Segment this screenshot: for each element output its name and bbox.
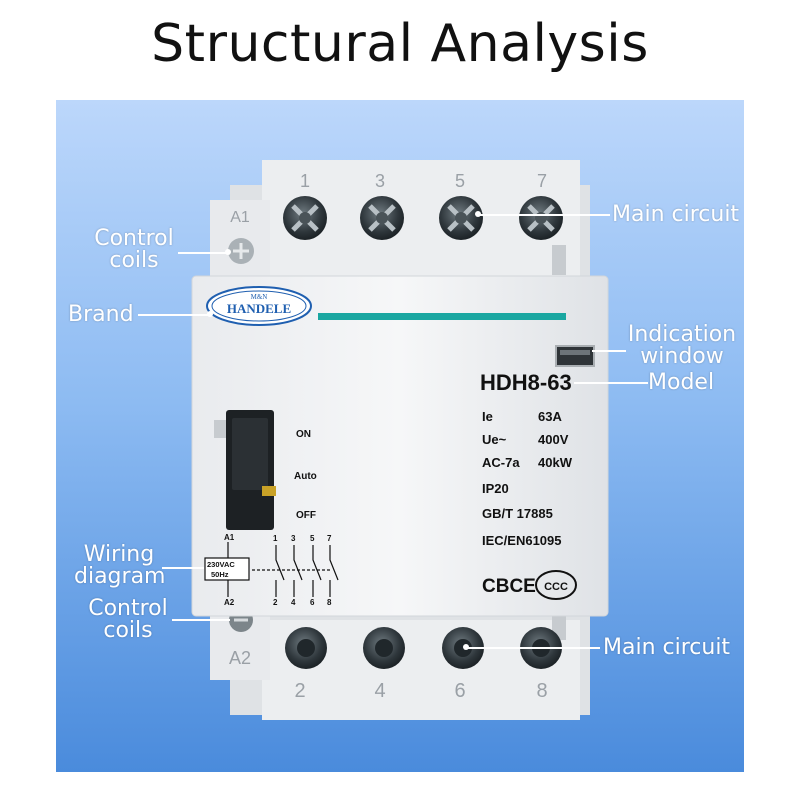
callout-main-circuit-top: Main circuit bbox=[612, 202, 740, 227]
leader-main-circuit-bottom bbox=[466, 647, 600, 649]
terminal-number-6: 6 bbox=[454, 680, 465, 702]
callout-brand: Brand bbox=[68, 302, 134, 327]
model-number: HDH8-63 bbox=[480, 370, 572, 395]
accent-stripe bbox=[318, 313, 566, 320]
coil-screw-top bbox=[228, 238, 254, 264]
dot-control-coils-top bbox=[225, 249, 231, 255]
side-tab-bottom bbox=[552, 610, 566, 640]
wiring-bottom-6: 6 bbox=[310, 598, 315, 607]
leader-model bbox=[574, 382, 648, 384]
wiring-top-1: 1 bbox=[273, 534, 278, 543]
page-title: Structural Analysis bbox=[151, 14, 649, 74]
callout-control-coils-top: Control coils bbox=[94, 226, 174, 273]
wiring-voltage: 230VAC bbox=[207, 560, 235, 569]
spec-key-4: GB/T 17885 bbox=[482, 506, 553, 521]
wiring-a1: A1 bbox=[224, 533, 235, 542]
wiring-frequency: 50Hz bbox=[211, 570, 229, 579]
callout-model: Model bbox=[648, 370, 715, 395]
switch-label-off: OFF bbox=[296, 510, 316, 521]
terminal-number-3: 3 bbox=[375, 171, 385, 191]
terminal-number-1: 1 bbox=[300, 171, 310, 191]
cb-ce-mark: CBCE bbox=[482, 576, 536, 597]
brand-name: HANDELE bbox=[227, 301, 291, 316]
indication-window bbox=[555, 345, 595, 367]
coil-label-a2: A2 bbox=[229, 648, 251, 668]
front-panel bbox=[191, 275, 609, 617]
callout-indication-window: Indication window bbox=[627, 322, 737, 369]
callout-main-circuit-bottom: Main circuit bbox=[603, 635, 731, 660]
coil-label-a1: A1 bbox=[230, 209, 250, 226]
leader-indication-window bbox=[592, 350, 626, 352]
switch-label-on: ON bbox=[296, 429, 311, 440]
wiring-diagram-graphic bbox=[204, 542, 339, 597]
spec-key-1: Ue~ bbox=[482, 432, 507, 447]
spec-key-2: AC-7a bbox=[482, 455, 520, 470]
leader-control-coils-top bbox=[178, 252, 228, 254]
terminal-number-8: 8 bbox=[536, 680, 547, 702]
leader-main-circuit-top bbox=[478, 214, 610, 216]
spec-value-2: 40kW bbox=[538, 455, 573, 470]
wiring-top-7: 7 bbox=[327, 534, 332, 543]
callout-control-coils-bottom: Control coils bbox=[88, 596, 168, 643]
switch-label-auto: Auto bbox=[294, 471, 317, 482]
spec-key-0: Ie bbox=[482, 409, 493, 424]
brand-logo: M&N HANDELE bbox=[206, 286, 312, 326]
wiring-top-5: 5 bbox=[310, 534, 315, 543]
brand-small-text: M&N bbox=[251, 293, 268, 301]
wiring-bottom-2: 2 bbox=[273, 598, 278, 607]
spec-key-3: IP20 bbox=[482, 481, 509, 496]
side-tab-top bbox=[552, 245, 566, 275]
spec-key-5: IEC/EN61095 bbox=[482, 533, 562, 548]
callout-wiring-diagram: Wiring diagram bbox=[74, 542, 166, 589]
wiring-bottom-8: 8 bbox=[327, 598, 332, 607]
wiring-bottom-4: 4 bbox=[291, 598, 296, 607]
terminal-number-5: 5 bbox=[455, 171, 465, 191]
top-screws bbox=[283, 196, 563, 240]
leader-control-coils-bottom bbox=[172, 619, 230, 621]
svg-text:CCC: CCC bbox=[544, 581, 568, 593]
dot-main-circuit-top bbox=[475, 211, 481, 217]
terminal-number-2: 2 bbox=[294, 680, 305, 702]
manual-switch bbox=[214, 410, 276, 530]
spec-value-0: 63A bbox=[538, 409, 562, 424]
leader-wiring-diagram bbox=[162, 567, 204, 569]
wiring-top-3: 3 bbox=[291, 534, 296, 543]
terminal-number-7: 7 bbox=[537, 171, 547, 191]
terminal-number-4: 4 bbox=[374, 680, 385, 702]
wiring-a2: A2 bbox=[224, 598, 235, 607]
ccc-mark: CCC bbox=[535, 570, 577, 600]
dot-brand bbox=[207, 311, 213, 317]
spec-value-1: 400V bbox=[538, 432, 569, 447]
dot-main-circuit-bottom bbox=[463, 644, 469, 650]
leader-brand bbox=[138, 314, 210, 316]
